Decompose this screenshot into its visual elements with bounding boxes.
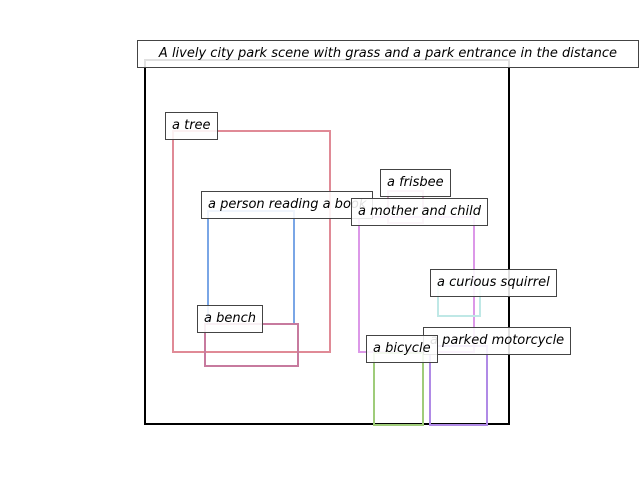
motorcycle-box (429, 345, 488, 426)
bench-label: a bench (197, 305, 263, 333)
tree-label: a tree (165, 112, 218, 140)
frisbee-label: a frisbee (380, 169, 451, 197)
bicycle-label: a bicycle (366, 335, 438, 363)
scene-caption: A lively city park scene with grass and … (137, 40, 639, 68)
mother-and-child-label: a mother and child (351, 198, 488, 226)
squirrel-label: a curious squirrel (430, 269, 557, 297)
person-reading-label: a person reading a book (201, 191, 374, 219)
tree-box (172, 130, 331, 353)
motorcycle-label: a parked motorcycle (423, 327, 572, 355)
bicycle-box (373, 352, 424, 426)
